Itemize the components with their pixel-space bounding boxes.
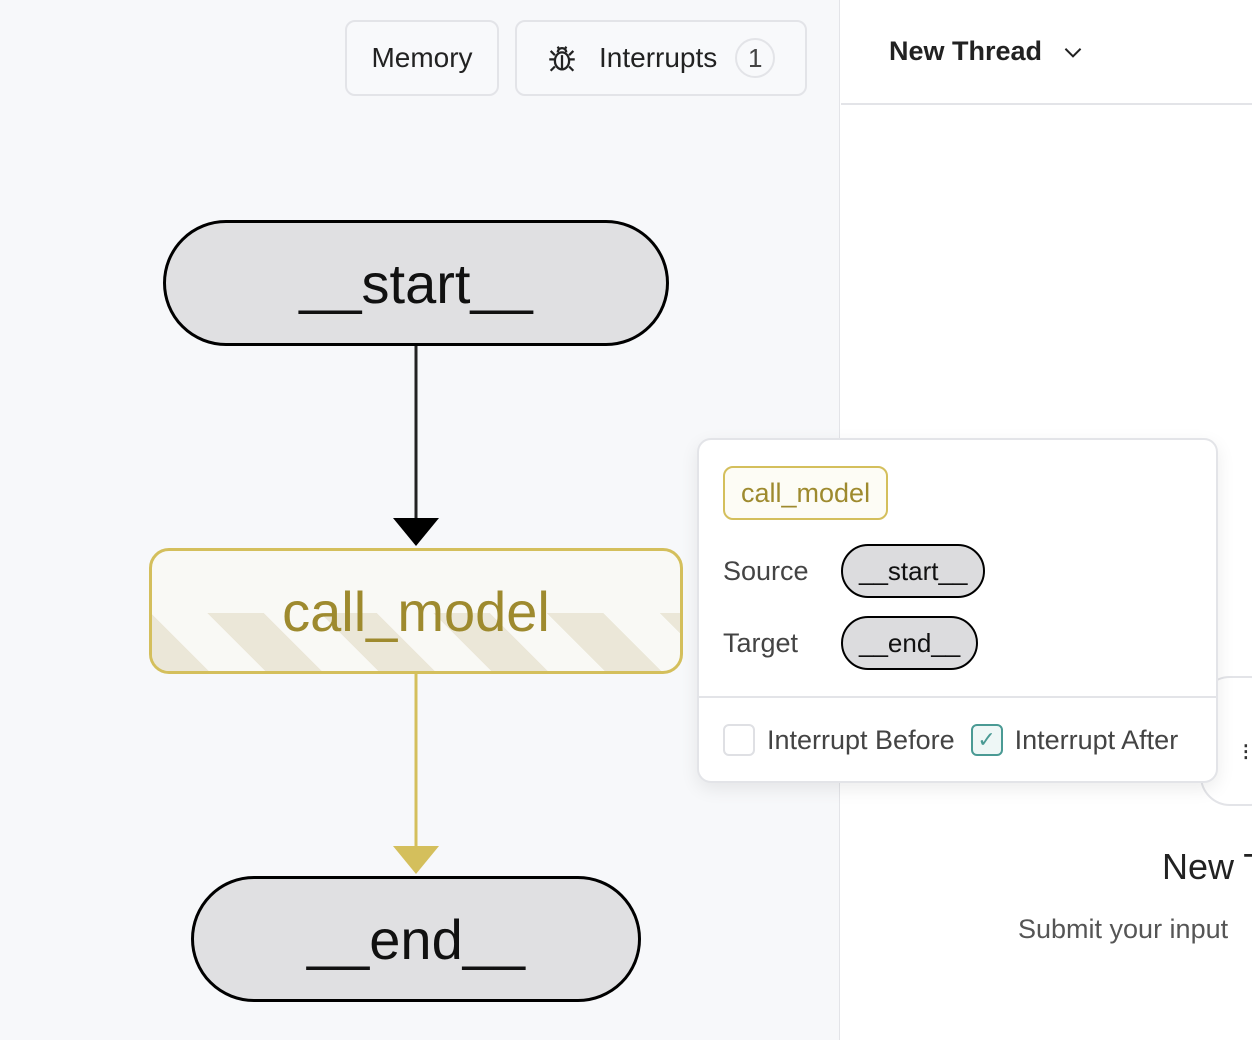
interrupts-button[interactable]: Interrupts 1: [515, 20, 807, 96]
interrupt-before-label[interactable]: Interrupt Before: [767, 724, 955, 755]
memory-label: Memory: [371, 42, 473, 73]
interrupt-before-checkbox[interactable]: [723, 724, 755, 756]
edge-arrow-start: [393, 518, 439, 546]
node-end[interactable]: __end__: [191, 876, 641, 1002]
source-label: Source: [723, 555, 809, 586]
source-row: Source __start__: [723, 544, 986, 598]
target-node-chip[interactable]: __end__: [841, 616, 979, 670]
node-call-model-label: call_model: [282, 579, 550, 643]
node-end-label: __end__: [306, 907, 525, 971]
popover-node-tag: call_model: [723, 466, 889, 520]
divider: [699, 696, 1216, 698]
selected-stripes: [152, 613, 680, 671]
interrupt-options: Interrupt Before ✓ Interrupt After: [723, 724, 1178, 756]
check-icon: ✓: [977, 727, 996, 752]
node-start[interactable]: __start__: [163, 220, 669, 346]
graph-edges: [393, 346, 439, 874]
edge-arrow-end: [393, 846, 439, 874]
bug-icon: [549, 46, 575, 72]
graph-icon: ⁝: [1242, 739, 1250, 766]
interrupt-after-checkbox[interactable]: ✓: [970, 724, 1003, 756]
empty-thread-subtitle: Submit your input: [1018, 914, 1229, 944]
chevron-down-icon: [1064, 47, 1082, 58]
target-row: Target __end__: [723, 616, 979, 670]
interrupts-label: Interrupts: [599, 42, 718, 73]
node-start-label: __start__: [299, 251, 533, 315]
thread-selector[interactable]: New Thread: [841, 0, 1252, 105]
memory-button[interactable]: Memory: [345, 20, 499, 96]
target-label: Target: [723, 627, 799, 658]
node-call-model[interactable]: call_model: [149, 548, 683, 674]
source-node-chip[interactable]: __start__: [841, 544, 986, 598]
node-popover: call_model Source __start__ Target __end…: [697, 438, 1218, 783]
thread-title: New Thread: [889, 36, 1043, 66]
empty-thread-title: New T: [1162, 846, 1252, 887]
interrupt-after-label[interactable]: Interrupt After: [1014, 724, 1179, 755]
interrupts-count-badge: 1: [735, 38, 776, 78]
